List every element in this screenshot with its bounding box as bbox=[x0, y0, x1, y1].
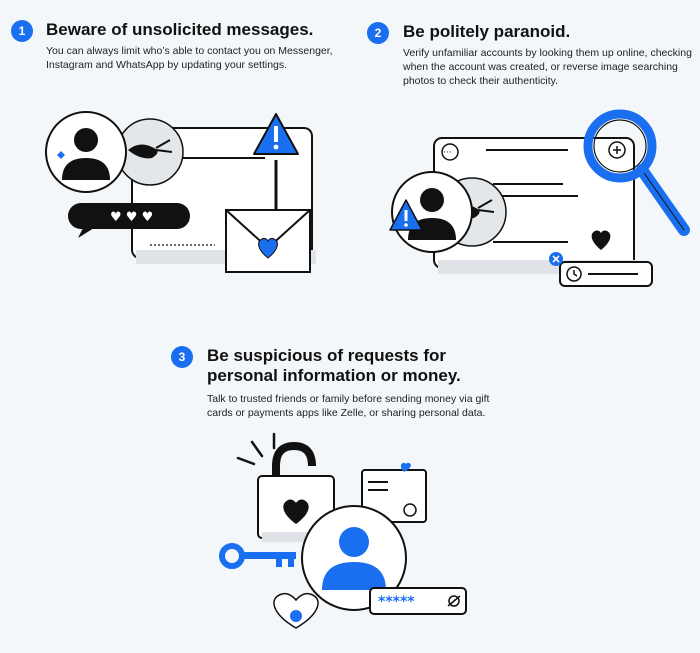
illustration-politely-paranoid: ··· bbox=[389, 109, 690, 287]
close-icon bbox=[549, 252, 563, 266]
tip-1-body: You can always limit who’s able to conta… bbox=[46, 45, 333, 71]
message-card bbox=[361, 462, 427, 523]
password-mask: ***** bbox=[378, 594, 415, 610]
ellipsis-icon bbox=[441, 143, 459, 161]
envelope-icon bbox=[225, 209, 311, 273]
password-field: ***** bbox=[369, 587, 467, 615]
chat-bubble: ♥ ♥ ♥ bbox=[68, 203, 190, 238]
tip-1-title: Beware of unsolicited messages. bbox=[46, 20, 314, 39]
avatar-icon bbox=[391, 171, 473, 253]
tip-3-title-line1: Be suspicious of requests for bbox=[207, 346, 446, 365]
mask-icon bbox=[116, 118, 184, 186]
avatar-icon bbox=[301, 505, 407, 611]
shield-badge bbox=[273, 592, 319, 629]
tip-3-body: Talk to trusted friends or family before… bbox=[207, 393, 490, 419]
tip-2-title: Be politely paranoid. bbox=[403, 22, 571, 41]
illustration-requests-for-info: ***** bbox=[219, 432, 467, 629]
step-number-1: 1 bbox=[11, 20, 33, 42]
tip-2-body: Verify unfamiliar accounts by looking th… bbox=[403, 47, 692, 87]
alert-lines bbox=[236, 432, 276, 466]
key-icon bbox=[219, 543, 296, 569]
account-age-pill bbox=[559, 261, 653, 287]
avatar-icon bbox=[45, 111, 127, 193]
heart-icon bbox=[591, 230, 611, 250]
warning-icon bbox=[389, 199, 423, 231]
tip-3-title-line2: personal information or money. bbox=[207, 366, 461, 385]
step-number-3: 3 bbox=[171, 346, 193, 368]
step-number-2: 2 bbox=[367, 22, 389, 44]
illustration-unsolicited-messages: ♥ ♥ ♥ bbox=[45, 111, 316, 273]
svg-text:···: ··· bbox=[443, 148, 452, 158]
svg-text:♥ ♥ ♥: ♥ ♥ ♥ bbox=[110, 210, 153, 225]
eye-off-icon bbox=[448, 595, 460, 607]
warning-icon bbox=[253, 113, 299, 155]
magnifier-icon bbox=[583, 109, 690, 236]
